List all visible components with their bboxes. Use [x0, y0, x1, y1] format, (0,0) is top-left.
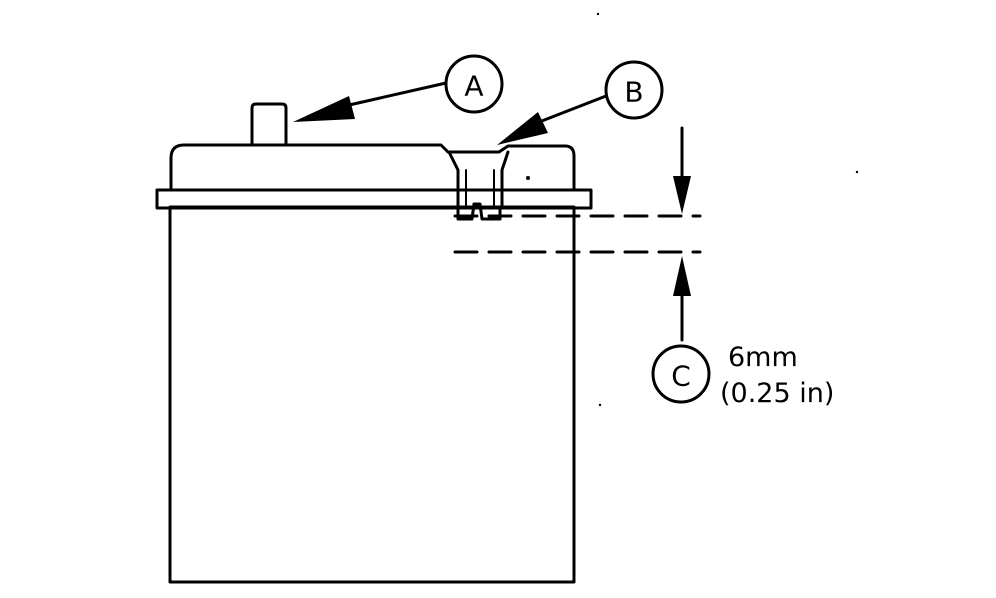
- battery-lid: [169, 143, 576, 192]
- dimension-arrow-up: [673, 256, 691, 296]
- battery-case: [168, 205, 576, 584]
- battery-lid-flange: [155, 188, 593, 210]
- callout-c-label: C: [671, 360, 691, 393]
- callout-a: A: [444, 54, 504, 114]
- dimension-arrow-down: [673, 176, 691, 214]
- dimension-imperial: (0.25 in): [720, 378, 834, 409]
- speckle-dot: [598, 403, 602, 407]
- speckle-dot: [855, 170, 859, 174]
- speckle-dot: [596, 12, 600, 16]
- callout-b: B: [604, 60, 664, 120]
- dimension-metric: 6mm: [728, 342, 798, 373]
- callout-b-arrowhead: [497, 112, 548, 145]
- terminal-post: [250, 102, 288, 147]
- callout-a-label: A: [464, 70, 483, 103]
- callout-b-label: B: [624, 76, 643, 109]
- filler-cap: [447, 150, 510, 210]
- filler-tube: [456, 202, 502, 221]
- callout-a-arrowhead: [293, 96, 355, 122]
- callout-c: C: [651, 344, 711, 404]
- lid-dot: [526, 176, 530, 180]
